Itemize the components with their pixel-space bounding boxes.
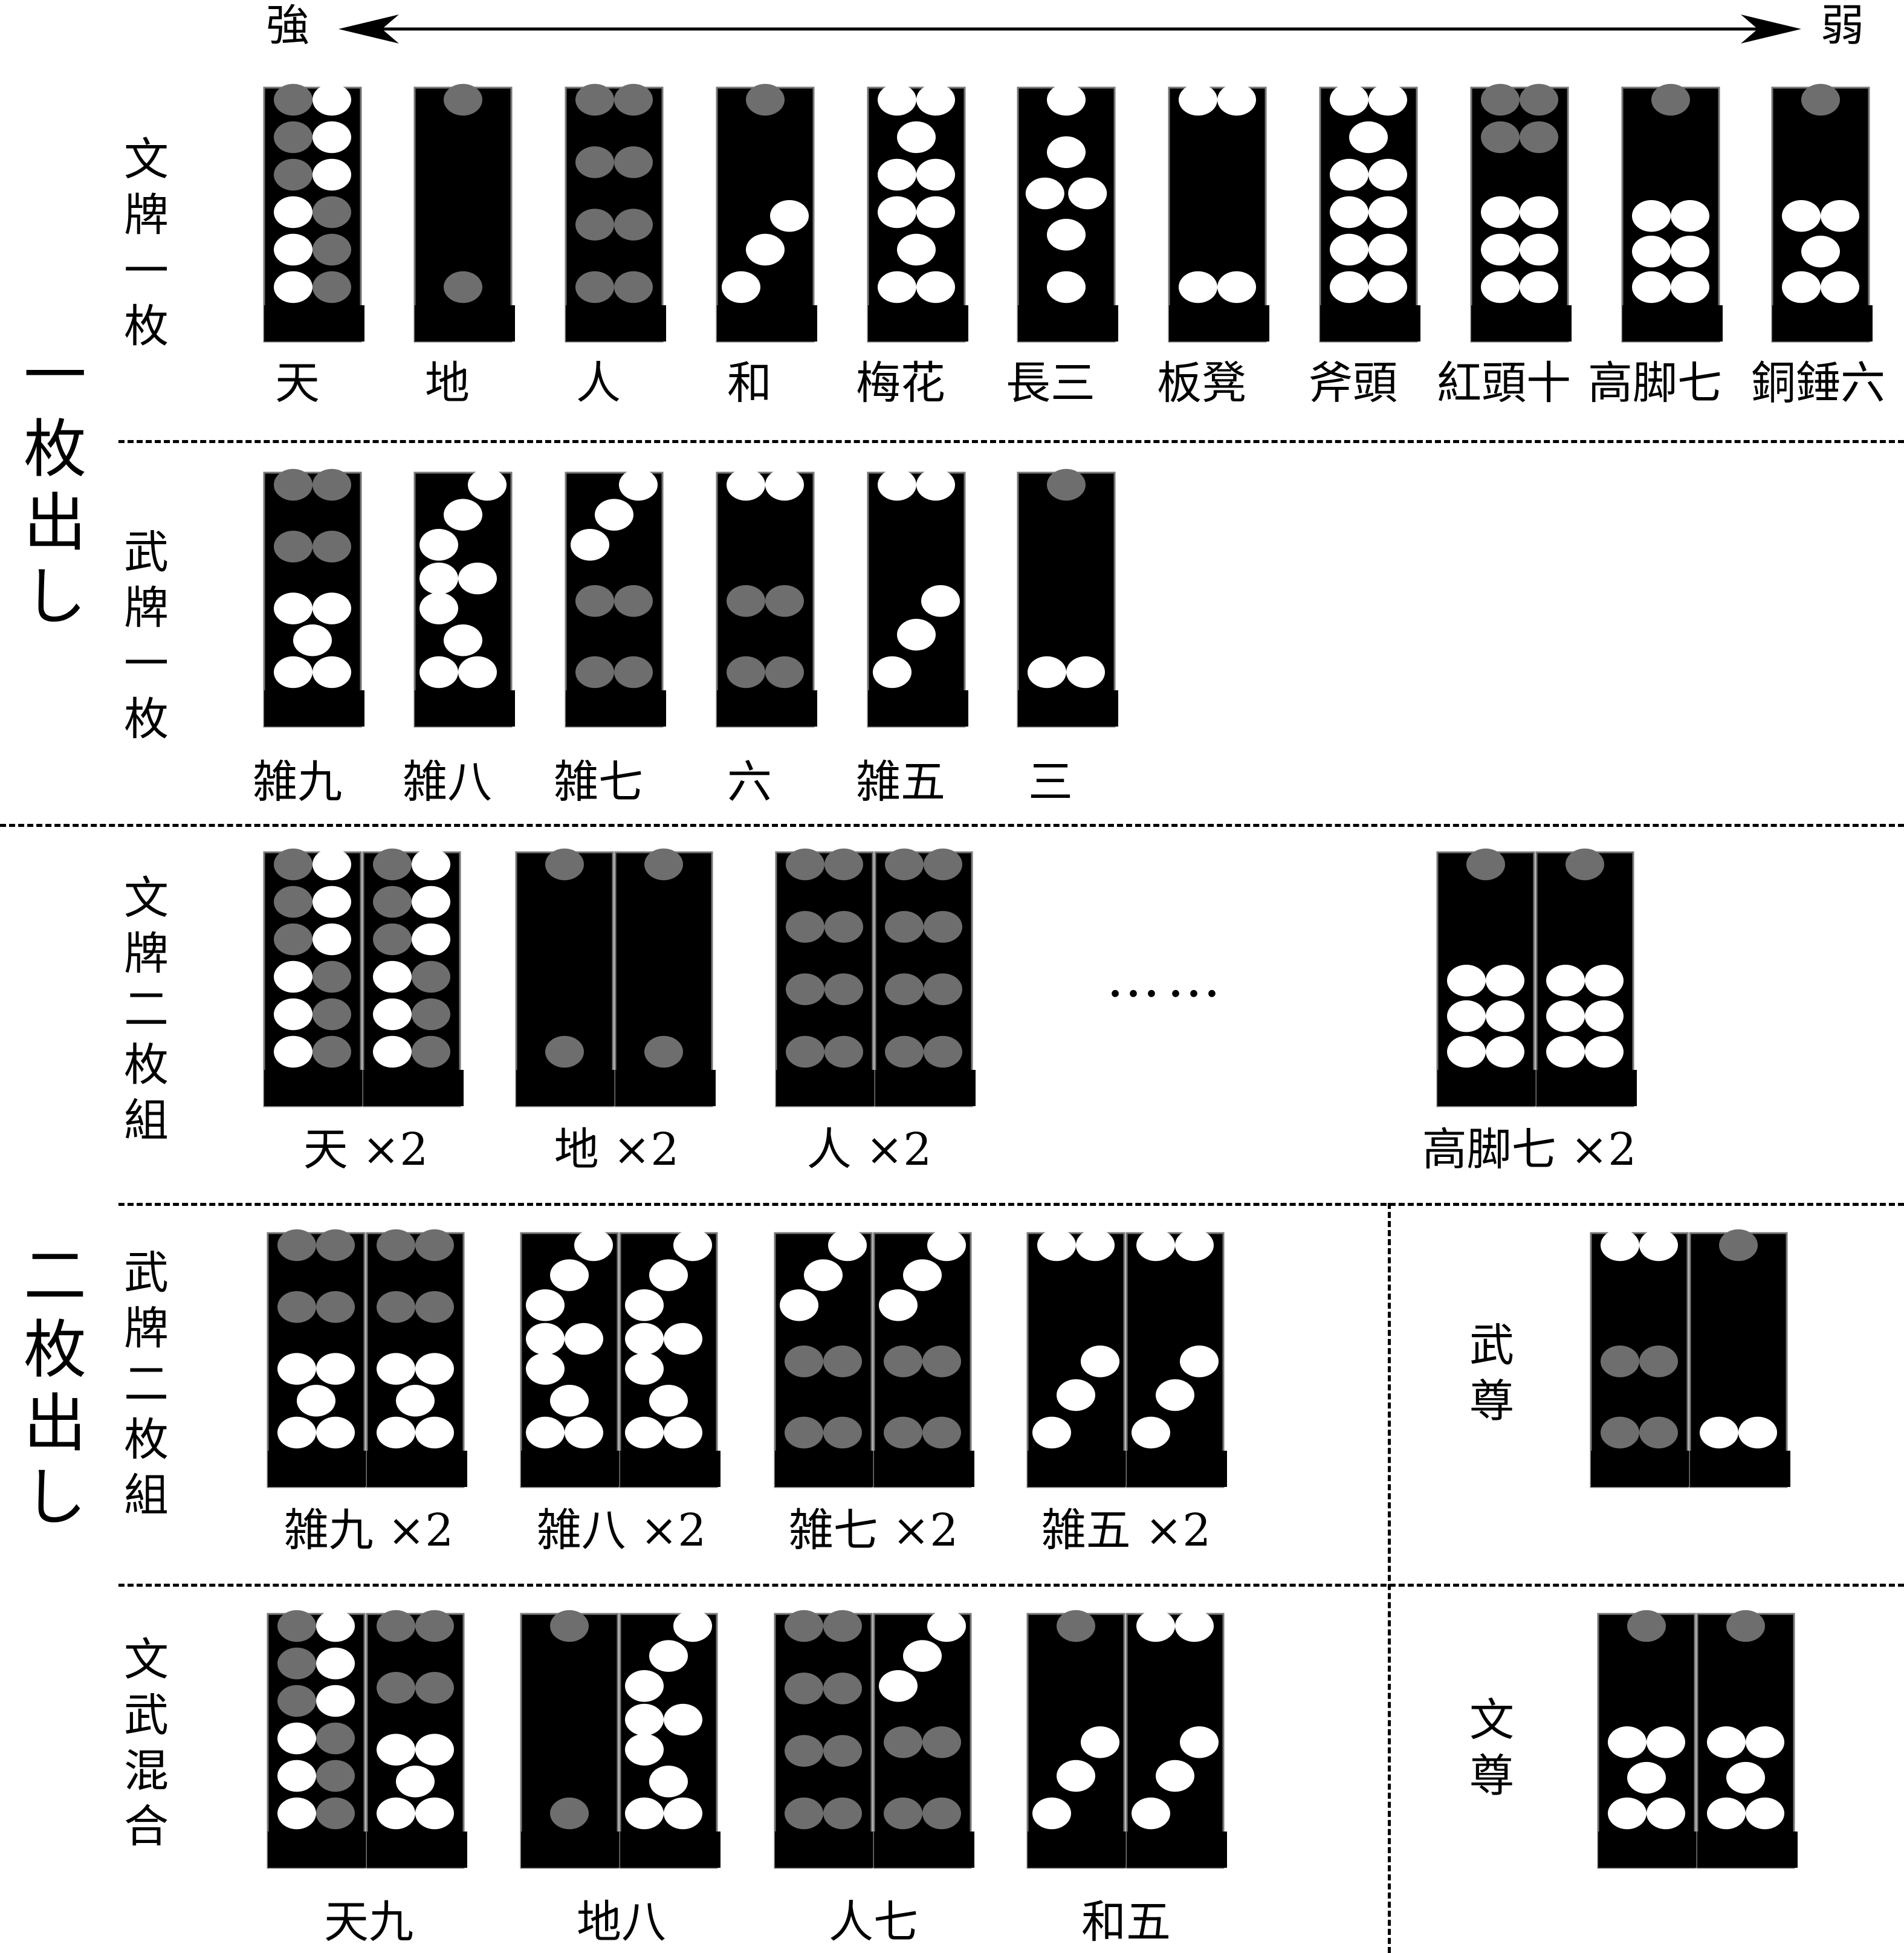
tile-military-1 bbox=[263, 468, 364, 728]
tile-civil-1 bbox=[263, 83, 364, 343]
tile-label-civil-5: 梅花 bbox=[856, 357, 945, 409]
tile-civil-6 bbox=[1017, 83, 1118, 343]
separator-pair-rows-1 bbox=[118, 1203, 1904, 1206]
tile-civil-10 bbox=[1621, 83, 1723, 343]
tile-label-civil-6: 長三 bbox=[1006, 357, 1095, 409]
tile-label-military-pair-4: 雑五 ×2 bbox=[1041, 1504, 1211, 1556]
separator-supreme-column bbox=[1388, 1203, 1391, 1953]
tile-label-mixed-4: 和五 bbox=[1081, 1896, 1171, 1948]
tile-military-6 bbox=[1017, 468, 1118, 728]
row-label-civil-pair: 文牌二枚組 bbox=[124, 872, 169, 1147]
tile-civil-pair-2 bbox=[515, 848, 716, 1107]
tile-label-civil-10: 高脚七 bbox=[1588, 357, 1722, 409]
tile-label-civil-4: 和 bbox=[727, 357, 772, 409]
separator-groups bbox=[0, 824, 1904, 827]
tile-mixed-2 bbox=[520, 1610, 720, 1869]
tile-label-civil-1: 天 bbox=[275, 357, 320, 409]
separator-pair-rows-2 bbox=[118, 1584, 1904, 1587]
tile-military-4 bbox=[716, 468, 817, 728]
tile-military-5 bbox=[867, 468, 968, 728]
separator-single-rows bbox=[118, 440, 1904, 443]
tile-military-pair-3 bbox=[774, 1229, 974, 1488]
tile-label-civil-pair-2: 地 ×2 bbox=[554, 1124, 679, 1176]
tile-military-pair-4 bbox=[1026, 1229, 1227, 1488]
tile-mixed-3 bbox=[774, 1610, 974, 1869]
tile-label-military-pair-3: 雑七 ×2 bbox=[788, 1504, 959, 1556]
tile-civil-7 bbox=[1168, 83, 1269, 343]
tile-label-military-pair-2: 雑八 ×2 bbox=[536, 1504, 707, 1556]
tile-label-civil-7: 板凳 bbox=[1157, 357, 1246, 409]
tile-civil-supreme bbox=[1597, 1610, 1798, 1869]
tile-military-pair-2 bbox=[520, 1229, 720, 1488]
tile-civil-8 bbox=[1319, 83, 1420, 343]
tile-label-civil-pair-4: 高脚七 ×2 bbox=[1422, 1124, 1637, 1176]
tile-civil-2 bbox=[413, 83, 515, 343]
strength-arrow bbox=[338, 15, 1801, 44]
tile-civil-11 bbox=[1771, 83, 1873, 343]
tile-civil-pair-3 bbox=[775, 848, 976, 1107]
tile-military-supreme bbox=[1590, 1229, 1790, 1488]
tile-label-mixed-3: 人七 bbox=[829, 1896, 918, 1948]
tile-label-mixed-1: 天九 bbox=[324, 1896, 413, 1948]
row-label-military-single: 武牌一枚 bbox=[124, 526, 169, 745]
row-label-civil-single: 文牌一枚 bbox=[124, 134, 169, 352]
tile-label-civil-2: 地 bbox=[425, 357, 470, 409]
tile-military-2 bbox=[413, 468, 515, 728]
tile-label-civil-pair-1: 天 ×2 bbox=[303, 1124, 429, 1176]
tile-label-military-3: 雑七 bbox=[554, 756, 643, 808]
tile-label-civil-11: 銅錘六 bbox=[1751, 357, 1885, 409]
weak-label: 弱 bbox=[1821, 0, 1865, 51]
tile-label-civil-9: 紅頭十 bbox=[1437, 357, 1571, 409]
strong-label: 強 bbox=[266, 0, 310, 51]
tile-label-military-1: 雑九 bbox=[253, 756, 342, 808]
tile-label-civil-pair-3: 人 ×2 bbox=[806, 1124, 932, 1176]
group-double-label: 二枚出し bbox=[23, 1239, 86, 1534]
tile-mixed-4 bbox=[1026, 1610, 1227, 1869]
tile-label-civil-3: 人 bbox=[576, 357, 621, 409]
military-supreme-label: 武尊 bbox=[1469, 1320, 1514, 1427]
tile-label-military-5: 雑五 bbox=[856, 756, 945, 808]
group-single-label: 一枚出し bbox=[23, 338, 86, 633]
tile-civil-pair-4 bbox=[1436, 848, 1637, 1107]
tile-label-military-4: 六 bbox=[727, 756, 772, 808]
civil-supreme-label: 文尊 bbox=[1469, 1694, 1514, 1802]
tile-military-3 bbox=[565, 468, 666, 728]
tile-mixed-1 bbox=[267, 1610, 467, 1869]
tile-label-mixed-2: 地八 bbox=[577, 1896, 666, 1948]
tile-civil-9 bbox=[1470, 83, 1572, 343]
tile-military-pair-1 bbox=[267, 1229, 467, 1488]
row-label-mixed: 文武混合 bbox=[124, 1634, 169, 1853]
tile-label-military-pair-1: 雑九 ×2 bbox=[283, 1504, 454, 1556]
ellipsis: …… bbox=[1106, 946, 1227, 1009]
row-label-military-pair: 武牌二枚組 bbox=[124, 1247, 169, 1521]
tile-label-civil-8: 斧頭 bbox=[1308, 357, 1397, 409]
tile-civil-3 bbox=[565, 83, 666, 343]
tile-civil-pair-1 bbox=[263, 848, 464, 1107]
tile-civil-4 bbox=[716, 83, 817, 343]
tile-label-military-6: 三 bbox=[1028, 756, 1073, 808]
tile-label-military-2: 雑八 bbox=[403, 756, 492, 808]
tile-civil-5 bbox=[867, 83, 968, 343]
